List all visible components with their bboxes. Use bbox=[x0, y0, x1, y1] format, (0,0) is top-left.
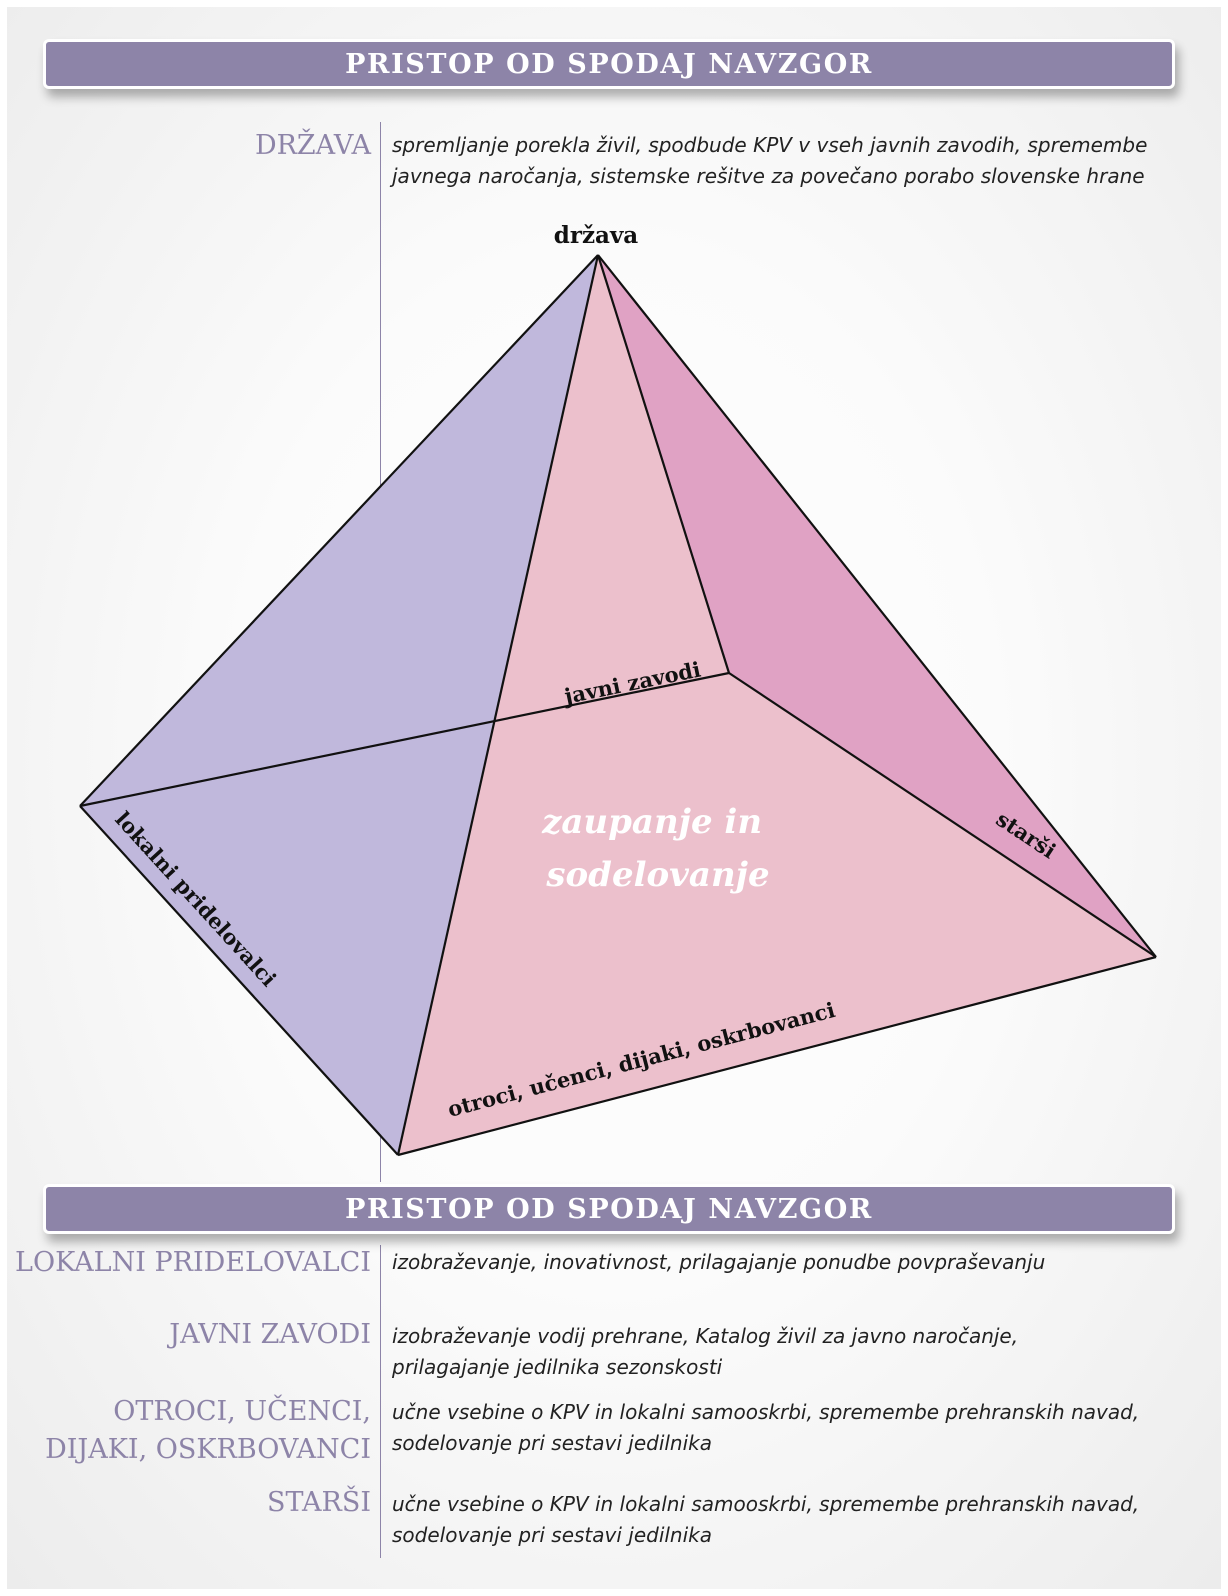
description-line: sodelovanje pri sestavi jedilnika bbox=[392, 1431, 712, 1455]
description-line: prilagajanje jedilnika sezonskosti bbox=[392, 1355, 723, 1379]
row-label-lokalni-pridelovalci: LOKALNI PRIDELOVALCI bbox=[15, 1244, 371, 1282]
edge-left-back bbox=[79, 671, 730, 808]
row-description-drzava: spremljanje porekla živil, spodbude KPV … bbox=[392, 130, 1152, 192]
header-top-banner: PRISTOP OD SPODAJ NAVZGOR bbox=[43, 39, 1175, 89]
description-line: spremljanje porekla živil, spodbude KPV … bbox=[392, 133, 1148, 157]
header-bottom-title: PRISTOP OD SPODAJ NAVZGOR bbox=[345, 1193, 873, 1225]
center-text-line: zaupanje in bbox=[541, 802, 762, 842]
edge-apex-back bbox=[596, 254, 731, 674]
row-description-lokalni-pridelovalci: izobraževanje, inovativnost, prilagajanj… bbox=[392, 1247, 1152, 1278]
label-line: LOKALNI PRIDELOVALCI bbox=[15, 1247, 371, 1278]
row-description-javni-zavodi: izobraževanje vodij prehrane, Katalog ži… bbox=[392, 1321, 1152, 1383]
description-line: izobraževanje, inovativnost, prilagajanj… bbox=[392, 1250, 1046, 1274]
infographic: PRISTOP OD SPODAJ NAVZGOR DRŽAVA spremlj… bbox=[7, 7, 1221, 1589]
edge-front-right bbox=[397, 955, 1157, 1157]
center-text: zaupanje in sodelovanje bbox=[541, 802, 774, 895]
edge-apex-front bbox=[396, 254, 600, 1156]
edge-back-right bbox=[728, 672, 1157, 958]
row-description-otroci: učne vsebine o KPV in lokalni samooskrbi… bbox=[392, 1397, 1152, 1459]
label-line: JAVNI ZAVODI bbox=[169, 1319, 371, 1350]
label-line: OTROCI, UČENCI, bbox=[113, 1396, 371, 1427]
pyramid-diagram: država javni zavodi lokalni pridelovalci… bbox=[79, 222, 1157, 1157]
description-line: učne vsebine o KPV in lokalni samooskrbi… bbox=[392, 1492, 1140, 1516]
row-description-starsi: učne vsebine o KPV in lokalni samooskrbi… bbox=[392, 1489, 1152, 1551]
description-line: javnega naročanja, sistemske rešitve za … bbox=[392, 164, 1145, 188]
apex-label: država bbox=[554, 222, 639, 249]
description-line: učne vsebine o KPV in lokalni samooskrbi… bbox=[392, 1400, 1140, 1424]
header-bottom-banner: PRISTOP OD SPODAJ NAVZGOR bbox=[43, 1184, 1175, 1234]
label-line: DIJAKI, OSKRBOVANCI bbox=[45, 1434, 371, 1465]
label-line: STARŠI bbox=[266, 1487, 371, 1518]
row-label-starsi: STARŠI bbox=[267, 1484, 371, 1522]
center-text-line: sodelovanje bbox=[545, 855, 769, 895]
edge-apex-right bbox=[597, 254, 1157, 958]
description-line: izobraževanje vodij prehrane, Katalog ži… bbox=[392, 1324, 1019, 1348]
header-top-title: PRISTOP OD SPODAJ NAVZGOR bbox=[345, 48, 873, 80]
divider-line-bottom bbox=[380, 1245, 381, 1558]
row-label-javni-zavodi: JAVNI ZAVODI bbox=[169, 1316, 371, 1354]
row-label-otroci: OTROCI, UČENCI, DIJAKI, OSKRBOVANCI bbox=[45, 1393, 371, 1469]
edge-left-front bbox=[79, 805, 399, 1156]
description-line: sodelovanje pri sestavi jedilnika bbox=[392, 1523, 712, 1547]
row-label-drzava: DRŽAVA bbox=[254, 130, 371, 161]
edge-apex-left bbox=[79, 254, 599, 807]
